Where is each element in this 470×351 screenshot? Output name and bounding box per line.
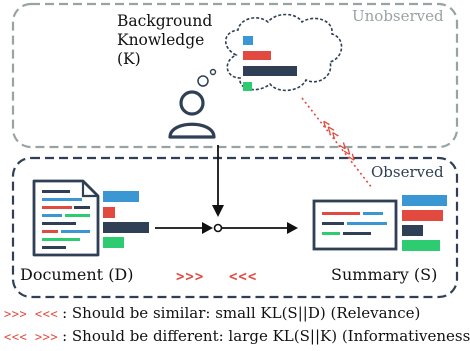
background-knowledge-label: Background Knowledge (K) [117,12,212,69]
document-label: Document (D) [20,265,134,284]
cloud-bar-red [243,51,271,60]
summary-label: Summary (S) [331,265,438,284]
summary-bar-red [402,210,443,221]
summary-screen-icon [312,199,398,251]
summary-bar-navy [402,225,423,236]
legend-relevance-symbol: >>> <<< [4,307,59,321]
unobserved-region [11,2,459,149]
observed-region [11,156,459,299]
person-icon [168,90,216,139]
unobserved-label: Unobserved [352,7,444,25]
center-arrows-right: <<< [229,269,258,285]
diagonal-link [301,97,373,189]
center-arrows-left: >>> [176,269,205,285]
doc-bar-navy [103,222,149,233]
bk-line2: Knowledge [117,31,205,49]
cloud-bar-blue [243,36,253,45]
doc-to-node-arrowhead [202,222,213,234]
legend-informativeness-text: : Should be different: large KL(S||K) (I… [62,327,470,345]
cloud-bar-green [243,82,252,91]
thought-bubble-large [197,75,209,87]
bk-line3: (K) [117,50,141,68]
node-to-summary-arrowhead [287,222,298,234]
person-to-node-arrowhead [212,205,224,217]
doc-bar-red [103,207,115,218]
observed-label: Observed [371,163,444,181]
summary-bar-blue [402,195,447,206]
document-icon [32,179,100,257]
legend-informativeness-symbol: <<< >>> [4,330,59,344]
center-node [213,223,223,233]
legend-relevance: >>> <<<: Should be similar: small KL(S||… [4,304,420,322]
summary-bar-green [402,240,440,251]
bk-line1: Background [117,12,213,30]
doc-bar-green [103,237,124,248]
thought-bubble-small [209,68,217,76]
doc-bar-blue [103,191,139,202]
legend-relevance-text: : Should be similar: small KL(S||D) (Rel… [62,304,421,322]
legend-informativeness: <<< >>>: Should be different: large KL(S… [4,327,470,345]
cloud-bar-navy [243,66,297,76]
